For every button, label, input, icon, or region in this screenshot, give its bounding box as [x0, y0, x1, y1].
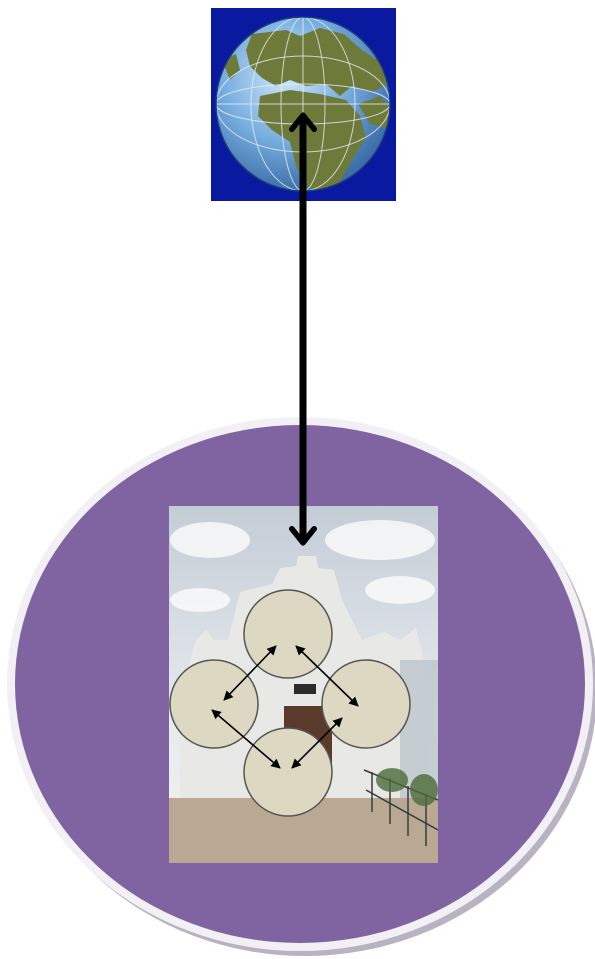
shrubs — [376, 768, 438, 806]
arrow-top-left — [223, 645, 277, 701]
arrow-right-bottom — [291, 717, 343, 769]
member-node-left — [169, 659, 259, 749]
arrow-top-right — [295, 645, 359, 707]
member-node-right — [321, 659, 411, 749]
photo-clouds — [170, 520, 435, 612]
arrow-left-bottom — [211, 709, 281, 769]
inner-arrows — [211, 645, 359, 769]
church-window — [294, 684, 316, 694]
